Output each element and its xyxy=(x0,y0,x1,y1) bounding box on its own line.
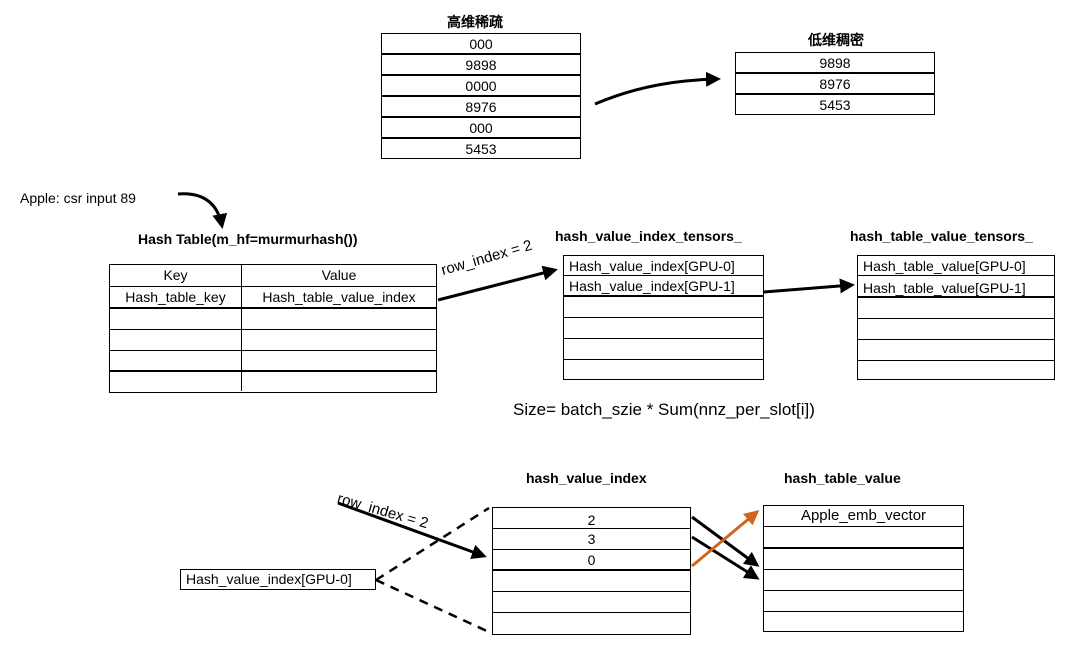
value-row xyxy=(764,591,963,612)
hash-table: Key Value Hash_table_key Hash_table_valu… xyxy=(109,264,437,393)
value-row xyxy=(764,549,963,570)
index-row xyxy=(493,571,690,592)
hash-table-header-row: Key Value xyxy=(110,265,436,287)
index-0-orange-arrow xyxy=(691,510,760,568)
hash-table-value-cell: Hash_table_value_index xyxy=(262,289,416,305)
value-tensor-row: Hash_table_value[GPU-0] xyxy=(858,256,1054,276)
index-row xyxy=(493,592,690,613)
hash-value-index-title: hash_value_index xyxy=(526,470,647,486)
index-to-value-arrow xyxy=(763,278,855,294)
value-tensor-row xyxy=(858,361,1054,379)
sparse-to-dense-arrow xyxy=(594,71,721,106)
hash-table-value-table: Apple_emb_vector xyxy=(763,505,964,632)
index-tensor-row: Hash_value_index[GPU-0] xyxy=(564,256,763,276)
index-value: 2 xyxy=(587,512,596,528)
hash-table-empty-cell xyxy=(110,372,242,391)
key-header: Key xyxy=(110,265,242,286)
hash-table-empty-cell xyxy=(110,330,242,350)
value-header: Value xyxy=(321,267,357,283)
value-row xyxy=(764,527,963,549)
sparse-row: 9898 xyxy=(382,55,580,76)
value-tensor-row xyxy=(858,340,1054,361)
sparse-row: 8976 xyxy=(382,97,580,118)
hash-table-value-title: hash_table_value xyxy=(784,470,901,486)
index-row: 2 xyxy=(493,508,690,529)
value-row xyxy=(764,612,963,631)
size-formula: Size= batch_szie * Sum(nnz_per_slot[i]) xyxy=(513,400,815,419)
sparse-table: 000 9898 0000 8976 000 5453 xyxy=(381,33,581,159)
sparse-row: 5453 xyxy=(465,141,497,157)
hash-table-row xyxy=(110,372,436,391)
index-tensors-table: Hash_value_index[GPU-0] Hash_value_index… xyxy=(563,255,764,380)
row-index-label-bottom: row_index = 2 xyxy=(335,490,431,533)
source-index-label: Hash_value_index[GPU-0] xyxy=(186,571,352,587)
index-3-arrow xyxy=(691,535,760,580)
sparse-row: 0000 xyxy=(382,76,580,97)
value-tensor-row xyxy=(858,298,1054,319)
source-index-box: Hash_value_index[GPU-0] xyxy=(180,569,376,590)
dashed-fan-bottom xyxy=(375,578,490,634)
index-tensor-row xyxy=(564,297,763,318)
dense-title: 低维稠密 xyxy=(808,33,864,49)
value-tensors-table: Hash_table_value[GPU-0] Hash_table_value… xyxy=(857,255,1055,380)
sparse-title: 高维稀疏 xyxy=(447,15,503,31)
row-index-label: row_index = 2 xyxy=(439,236,535,279)
value-row: Apple_emb_vector xyxy=(764,506,963,527)
hash-table-row: Hash_table_key Hash_table_value_index xyxy=(110,287,436,309)
index-tensor-row xyxy=(564,318,763,339)
dense-row: 5453 xyxy=(819,97,851,113)
sparse-row: 000 xyxy=(382,34,580,55)
index-row: 0 xyxy=(493,550,690,571)
sparse-row: 000 xyxy=(382,118,580,139)
hash-table-empty-cell xyxy=(110,309,242,329)
input-label: Apple: csr input 89 xyxy=(20,190,136,206)
hash-table-key-cell: Hash_table_key xyxy=(110,287,242,307)
value-tensors-title: hash_table_value_tensors_ xyxy=(850,228,1033,244)
dense-row: 9898 xyxy=(736,53,934,74)
dense-row: 8976 xyxy=(736,74,934,95)
value-tensor-row xyxy=(858,319,1054,340)
index-2-arrow xyxy=(691,515,760,567)
dense-table: 9898 8976 5453 xyxy=(735,52,935,115)
value-row xyxy=(764,570,963,591)
index-tensor-row: Hash_value_index[GPU-1] xyxy=(564,276,763,297)
index-tensor-row xyxy=(564,360,763,379)
value-tensor-row: Hash_table_value[GPU-1] xyxy=(858,276,1054,298)
hash-table-row xyxy=(110,330,436,351)
hash-table-empty-cell xyxy=(110,351,242,370)
index-row xyxy=(493,613,690,632)
index-tensor-row xyxy=(564,339,763,360)
index-tensors-title: hash_value_index_tensors_ xyxy=(555,228,742,244)
hash-table-row xyxy=(110,351,436,372)
index-row: 3 xyxy=(493,529,690,550)
hash-table-title: Hash Table(m_hf=murmurhash()) xyxy=(138,231,358,247)
hash-table-row xyxy=(110,309,436,330)
hash-value-index-table: 2 3 0 xyxy=(492,507,691,635)
input-curve-arrow xyxy=(177,192,228,229)
